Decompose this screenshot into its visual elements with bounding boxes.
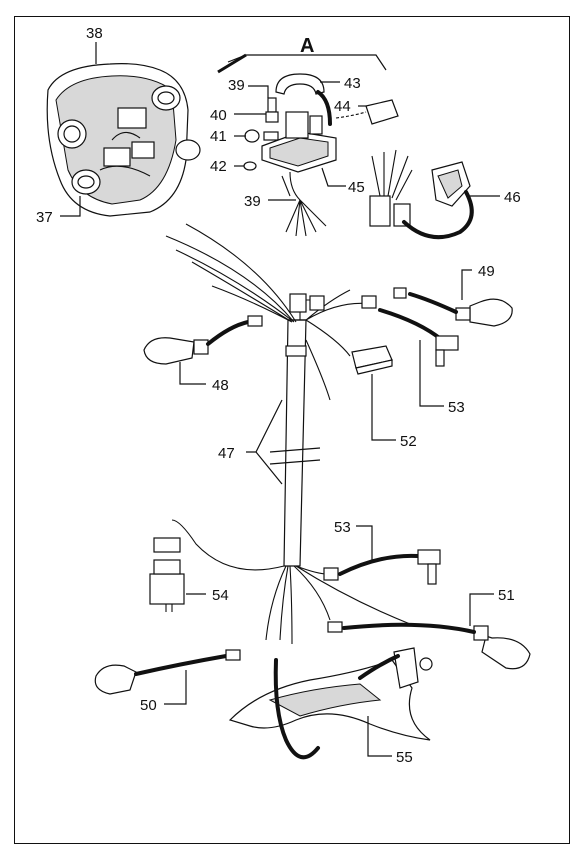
callout-44: 44 bbox=[334, 98, 351, 115]
callout-43: 43 bbox=[344, 75, 361, 92]
front-left-indicator-48 bbox=[143, 315, 263, 365]
callout-53-upper: 53 bbox=[448, 399, 465, 416]
rear-left-indicator-50 bbox=[94, 649, 241, 695]
rear-right-indicator-51 bbox=[327, 621, 531, 670]
callout-47: 47 bbox=[218, 445, 235, 462]
flasher-relay-54 bbox=[149, 537, 185, 612]
callout-38: 38 bbox=[86, 25, 103, 42]
callout-49: 49 bbox=[478, 263, 495, 280]
callout-48: 48 bbox=[212, 377, 229, 394]
callout-55: 55 bbox=[396, 749, 413, 766]
callout-39-upper: 39 bbox=[228, 77, 245, 94]
callout-53-lower: 53 bbox=[334, 519, 351, 536]
leader-lines bbox=[60, 42, 500, 757]
callout-39-lower: 39 bbox=[244, 193, 261, 210]
main-harness-47 bbox=[165, 223, 411, 645]
sensor-53-upper bbox=[361, 295, 459, 367]
callout-37: 37 bbox=[36, 209, 53, 226]
front-right-indicator-49 bbox=[393, 287, 513, 327]
callout-51: 51 bbox=[498, 587, 515, 604]
callout-40: 40 bbox=[210, 107, 227, 124]
relay-52 bbox=[351, 345, 393, 375]
callout-45: 45 bbox=[348, 179, 365, 196]
instrument-cluster-38 bbox=[46, 63, 201, 217]
diagram-frame bbox=[14, 16, 570, 844]
rear-mudguard-55 bbox=[228, 647, 433, 760]
callout-52: 52 bbox=[400, 433, 417, 450]
callout-50: 50 bbox=[140, 697, 157, 714]
switch-group-a bbox=[217, 53, 399, 237]
callout-46: 46 bbox=[504, 189, 521, 206]
callout-54: 54 bbox=[212, 587, 229, 604]
callout-41: 41 bbox=[210, 128, 227, 145]
sensor-53-lower bbox=[323, 549, 441, 585]
handlebar-switch-46 bbox=[369, 149, 474, 240]
callout-42: 42 bbox=[210, 158, 227, 175]
section-label-a: A bbox=[300, 35, 314, 57]
